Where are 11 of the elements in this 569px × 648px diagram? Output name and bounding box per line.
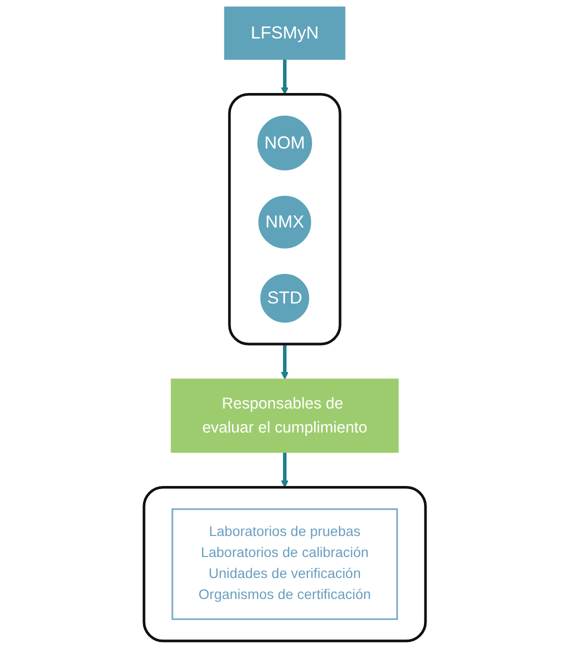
arrow — [280, 452, 288, 488]
arrow — [280, 59, 288, 95]
node-circle: NMX — [258, 196, 311, 249]
node-box: LFSMyN — [224, 6, 346, 60]
cluster — [228, 93, 342, 346]
node-circle: NOM — [257, 116, 312, 170]
node-circle: STD — [260, 274, 309, 323]
node-box: Laboratorios de pruebas Laboratorios de calibración Unidades de verificación Organismos de certificación — [171, 508, 398, 620]
node-box: Responsables de evaluar el cumplimiento — [170, 378, 398, 453]
cluster — [142, 486, 427, 642]
arrow — [280, 344, 288, 380]
